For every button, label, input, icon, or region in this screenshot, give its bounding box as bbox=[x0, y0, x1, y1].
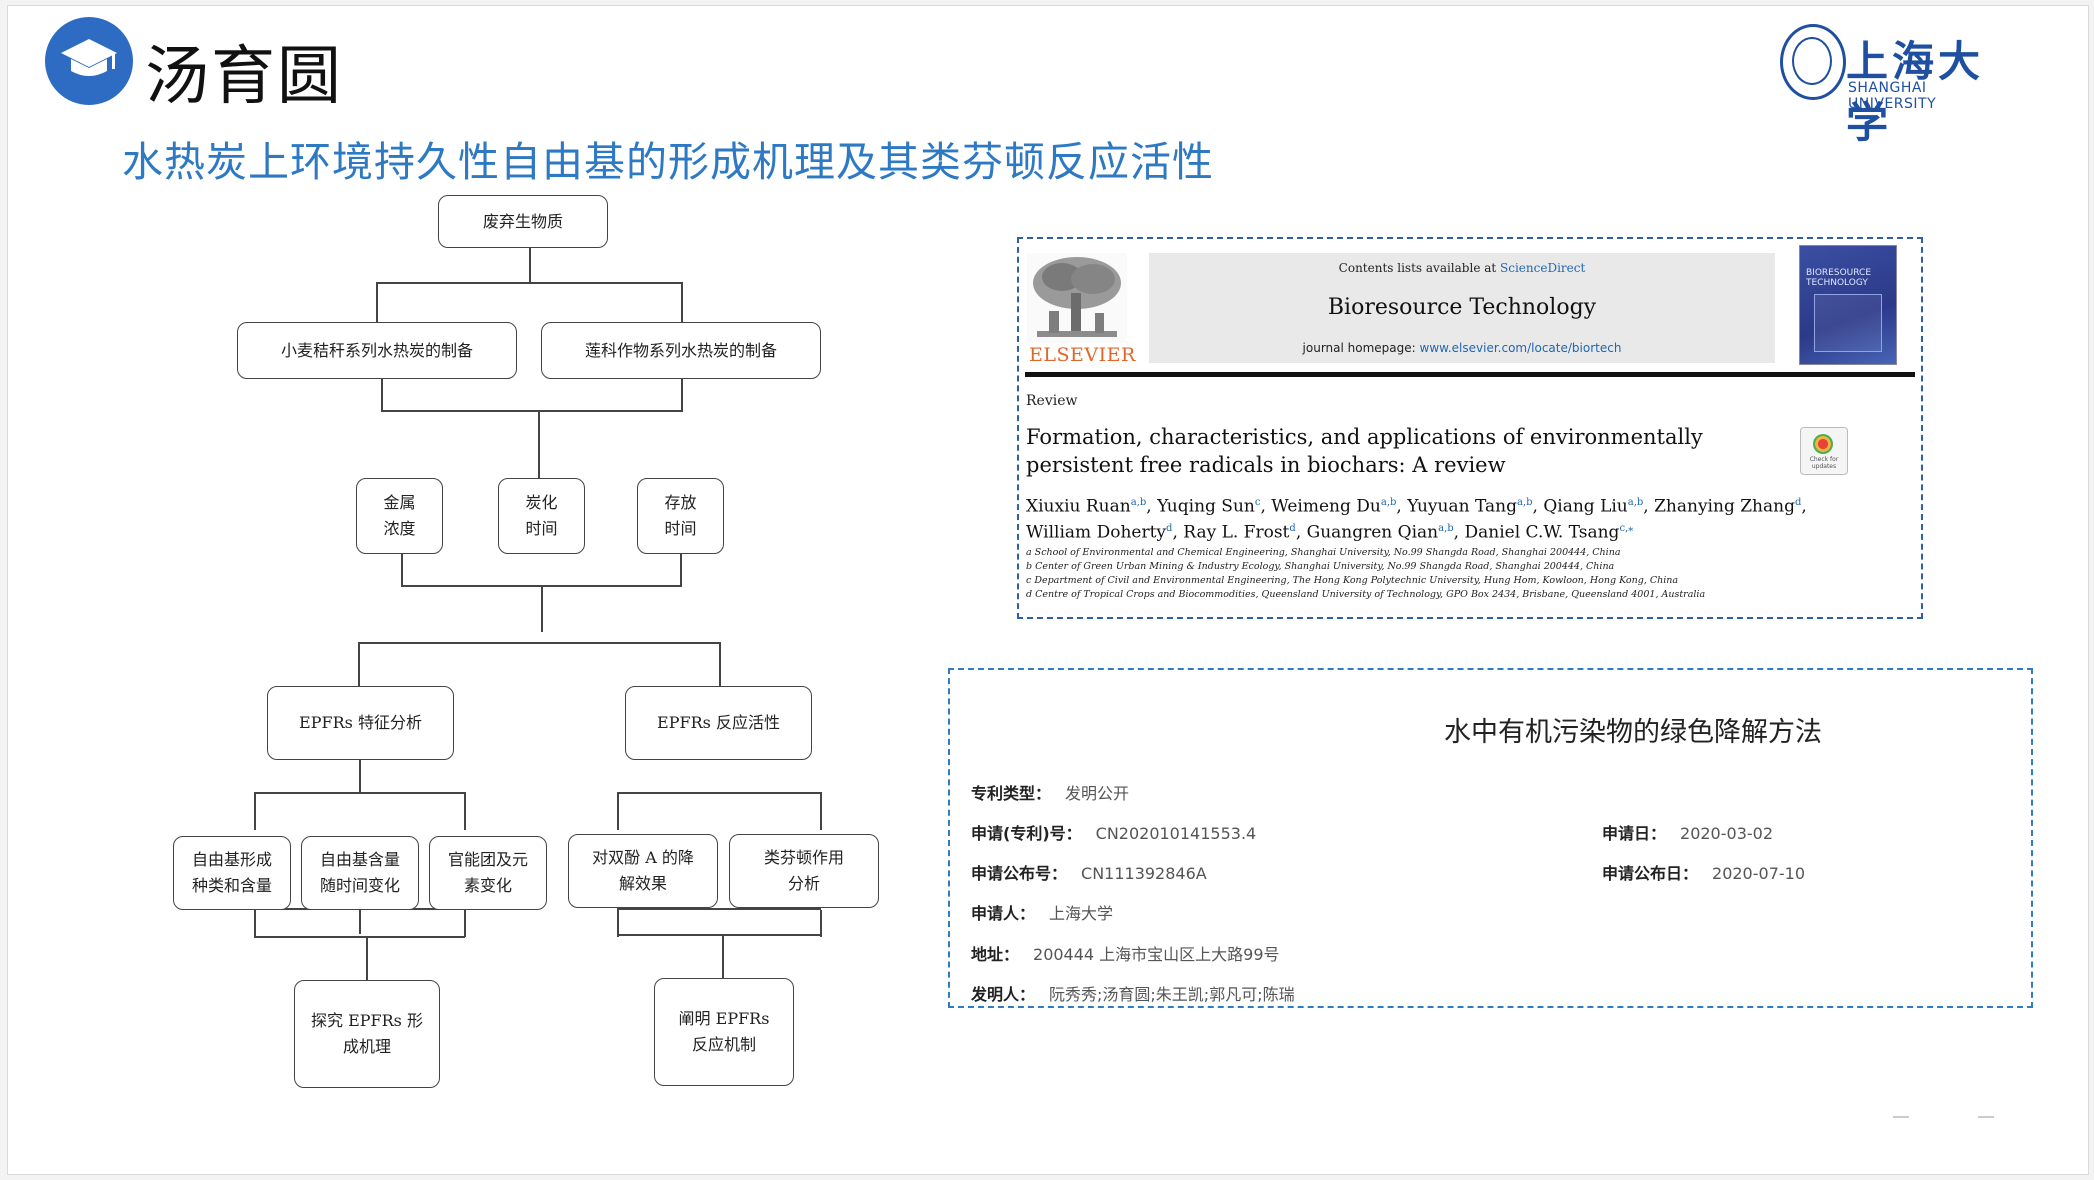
patent-pub-date-row: 申请公布日：2020-07-10 bbox=[1602, 864, 1805, 883]
flow-node-leaf-content: 自由基含量 随时间变化 bbox=[301, 836, 419, 910]
flow-node-leaf-functional: 官能团及元 素变化 bbox=[429, 836, 547, 910]
author: Xiuxiu Ruan bbox=[1026, 496, 1131, 517]
flow-node-prep-right: 莲科作物系列水热炭的制备 bbox=[541, 322, 821, 379]
author: Yuyuan Tang bbox=[1407, 496, 1517, 517]
patent-card: 水中有机污染物的绿色降解方法 专利类型：发明公开 申请(专利)号：CN20201… bbox=[948, 668, 2033, 1008]
patent-app-no-row: 申请(专利)号：CN202010141553.4 bbox=[971, 824, 1257, 843]
presenter-name: 汤育圆 bbox=[145, 40, 343, 114]
flow-node-leaf-bpa: 对双酚 A 的降 解效果 bbox=[568, 834, 718, 908]
article-title: Formation, characteristics, and applicat… bbox=[1026, 425, 1703, 477]
flow-node-result-mechanism-line2: 成机理 bbox=[342, 1037, 391, 1056]
affiliation: c Department of Civil and Environmental … bbox=[1026, 575, 1679, 586]
journal-title: Bioresource Technology bbox=[1327, 295, 1597, 320]
flow-node-analysis-left: EPFRs 特征分析 bbox=[267, 686, 454, 760]
article-section: Review bbox=[1026, 393, 1078, 409]
check-for-updates-icon bbox=[1813, 434, 1833, 454]
flow-node-leaf-fenton: 类芬顿作用 分析 bbox=[729, 834, 879, 908]
flow-node-factor-storage-line1: 存放 bbox=[664, 493, 697, 512]
affiliation: b Center of Green Urban Mining & Industr… bbox=[1026, 561, 1615, 572]
flow-node-result-reaction-line1: 阐明 EPFRs bbox=[678, 1009, 770, 1028]
flow-node-leaf-formation-line2: 种类和含量 bbox=[191, 876, 272, 895]
patent-address-row: 地址：200444 上海市宝山区上大路99号 bbox=[971, 945, 1280, 964]
author: Zhanying Zhang bbox=[1654, 496, 1795, 517]
flow-node-leaf-functional-line1: 官能团及元 bbox=[447, 850, 528, 869]
university-name-en: SHANGHAI UNIVERSITY bbox=[1848, 80, 1937, 112]
flow-node-factor-storage-line2: 时间 bbox=[664, 519, 697, 538]
flow-node-leaf-bpa-line1: 对双酚 A 的降 bbox=[592, 848, 694, 867]
graduation-cap-icon bbox=[61, 39, 117, 76]
affiliation-list: a School of Environmental and Chemical E… bbox=[1026, 546, 1906, 602]
journal-header: Contents lists available at ScienceDirec… bbox=[1149, 253, 1775, 363]
flow-node-root: 废弃生物质 bbox=[438, 195, 608, 248]
patent-applicant-row: 申请人：上海大学 bbox=[971, 904, 1114, 923]
check-for-updates-label: Check for updates bbox=[1809, 456, 1839, 470]
homepage-prefix: journal homepage: bbox=[1302, 341, 1420, 355]
author: Ray L. Frost bbox=[1183, 522, 1290, 543]
university-name-cn: 上海大学 bbox=[1846, 37, 1985, 147]
elsevier-tree-icon bbox=[1027, 253, 1127, 343]
flow-node-leaf-content-line2: 随时间变化 bbox=[319, 876, 400, 895]
author: Weimeng Du bbox=[1271, 496, 1381, 517]
contents-prefix: Contents lists available at bbox=[1338, 261, 1501, 275]
flow-node-leaf-fenton-line1: 类芬顿作用 bbox=[763, 848, 844, 867]
flow-node-analysis-right: EPFRs 反应活性 bbox=[625, 686, 812, 760]
patent-app-date-row: 申请日：2020-03-02 bbox=[1602, 824, 1773, 843]
author-list: Xiuxiu Ruana,b, Yuqing Sunc, Weimeng Dua… bbox=[1026, 496, 1807, 543]
patent-type-row: 专利类型：发明公开 bbox=[971, 784, 1130, 803]
paper-screenshot: ELSEVIER Contents lists available at Sci… bbox=[1017, 237, 1923, 619]
flow-node-factor-carbonization-line1: 炭化 bbox=[525, 493, 558, 512]
flow-node-leaf-formation: 自由基形成 种类和含量 bbox=[173, 836, 291, 910]
affiliation: a School of Environmental and Chemical E… bbox=[1026, 547, 1621, 558]
contents-line: Contents lists available at ScienceDirec… bbox=[1149, 261, 1775, 275]
author: Guangren Qian bbox=[1306, 522, 1439, 543]
patent-pub-no-row: 申请公布号：CN111392846A bbox=[971, 864, 1207, 883]
author: Qiang Liu bbox=[1543, 496, 1628, 517]
slide-footer-mark bbox=[1893, 1116, 1909, 1118]
flow-node-leaf-functional-line2: 素变化 bbox=[463, 876, 512, 895]
sciencedirect-link[interactable]: ScienceDirect bbox=[1500, 261, 1586, 275]
flow-node-leaf-content-line1: 自由基含量 bbox=[319, 850, 400, 869]
slide-title: 水热炭上环境持久性自由基的形成机理及其类芬顿反应活性 bbox=[122, 138, 1214, 186]
elsevier-wordmark: ELSEVIER bbox=[1029, 344, 1136, 366]
university-seal-icon bbox=[1780, 24, 1846, 100]
flow-node-leaf-bpa-line2: 解效果 bbox=[618, 874, 667, 893]
flow-node-factor-metal-line2: 浓度 bbox=[383, 519, 416, 538]
graduation-cap-logo bbox=[45, 17, 133, 105]
flow-node-result-reaction-line2: 反应机制 bbox=[691, 1035, 756, 1054]
header-rule bbox=[1025, 372, 1915, 377]
check-for-updates-badge[interactable]: Check for updates bbox=[1800, 427, 1848, 475]
journal-cover-thumbnail: BIORESOURCE TECHNOLOGY bbox=[1799, 245, 1897, 365]
author: Daniel C.W. Tsang bbox=[1464, 522, 1620, 543]
flow-node-result-mechanism-line1: 探究 EPFRs 形 bbox=[311, 1011, 423, 1030]
flow-node-prep-left: 小麦秸秆系列水热炭的制备 bbox=[237, 322, 517, 379]
flow-node-factor-metal: 金属 浓度 bbox=[356, 478, 443, 554]
shanghai-university-logo: 上海大学 SHANGHAI UNIVERSITY bbox=[1780, 20, 2010, 147]
slide-footer-mark bbox=[1978, 1116, 1994, 1118]
flow-node-factor-storage: 存放 时间 bbox=[637, 478, 724, 554]
journal-cover-title: BIORESOURCE TECHNOLOGY bbox=[1806, 268, 1872, 288]
author: William Doherty bbox=[1026, 522, 1167, 543]
affiliation: d Centre of Tropical Crops and Biocommod… bbox=[1026, 589, 1706, 600]
patent-title: 水中有机污染物的绿色降解方法 bbox=[1444, 717, 1822, 748]
flow-node-leaf-formation-line1: 自由基形成 bbox=[191, 850, 272, 869]
flow-node-factor-carbonization-line2: 时间 bbox=[525, 519, 558, 538]
flow-node-factor-metal-line1: 金属 bbox=[383, 493, 416, 512]
flow-node-result-mechanism: 探究 EPFRs 形 成机理 bbox=[294, 980, 440, 1088]
patent-inventors-row: 发明人：阮秀秀;汤育圆;朱王凯;郭凡可;陈瑞 bbox=[971, 985, 1295, 1004]
flow-node-factor-carbonization: 炭化 时间 bbox=[498, 478, 585, 554]
flow-node-leaf-fenton-line2: 分析 bbox=[787, 874, 820, 893]
author: Yuqing Sun bbox=[1157, 496, 1255, 517]
journal-homepage-link[interactable]: www.elsevier.com/locate/biortech bbox=[1419, 341, 1622, 355]
flow-node-result-reaction: 阐明 EPFRs 反应机制 bbox=[654, 978, 794, 1086]
journal-homepage-line: journal homepage: www.elsevier.com/locat… bbox=[1149, 341, 1775, 355]
